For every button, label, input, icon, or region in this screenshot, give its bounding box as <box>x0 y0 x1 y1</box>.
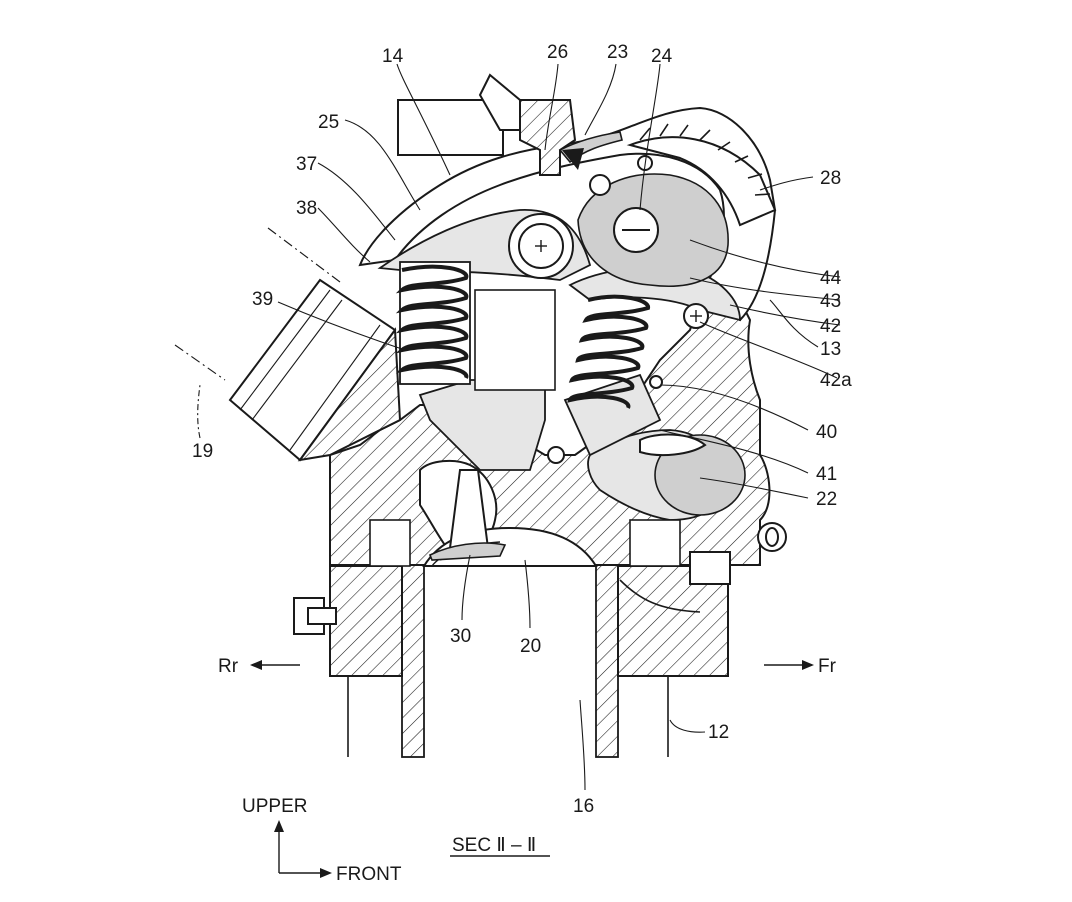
rear-direction-label: Rr <box>218 656 239 677</box>
label-44: 44 <box>820 268 842 289</box>
reference-labels: 14 26 23 24 25 37 38 39 28 44 43 42 13 4… <box>192 42 852 817</box>
label-26: 26 <box>547 42 568 63</box>
leader-lines <box>197 63 841 791</box>
label-23: 23 <box>607 42 628 63</box>
intake-pipe <box>174 227 402 462</box>
label-19: 19 <box>192 441 213 462</box>
section-title: SEC Ⅱ – Ⅱ <box>452 835 536 856</box>
front-direction-label: Fr <box>818 656 837 677</box>
front-axis-label: FRONT <box>336 864 402 885</box>
label-13: 13 <box>820 339 841 360</box>
label-24: 24 <box>651 46 673 67</box>
label-28: 28 <box>820 168 841 189</box>
label-20: 20 <box>520 636 541 657</box>
label-42: 42 <box>820 316 841 337</box>
label-41: 41 <box>816 464 837 485</box>
intake-valve <box>428 469 507 561</box>
label-12: 12 <box>708 722 729 743</box>
label-43: 43 <box>820 291 841 312</box>
upper-axis-label: UPPER <box>242 796 307 817</box>
label-16: 16 <box>573 796 594 817</box>
exhaust-valve-spring <box>563 294 662 457</box>
label-14: 14 <box>382 46 404 67</box>
label-30: 30 <box>450 626 471 647</box>
label-40: 40 <box>816 422 837 443</box>
label-22: 22 <box>816 489 837 510</box>
label-37: 37 <box>296 154 317 175</box>
label-25: 25 <box>318 112 339 133</box>
mounting-bolt <box>293 522 787 635</box>
label-39: 39 <box>252 289 273 310</box>
cylinder-block <box>329 564 729 758</box>
label-38: 38 <box>296 198 317 219</box>
intake-valve-spring <box>395 261 556 471</box>
direction-labels: Rr Fr UPPER FRONT SEC Ⅱ – Ⅱ <box>218 656 837 885</box>
label-42a: 42a <box>820 370 852 391</box>
direction-arrows <box>250 660 814 878</box>
